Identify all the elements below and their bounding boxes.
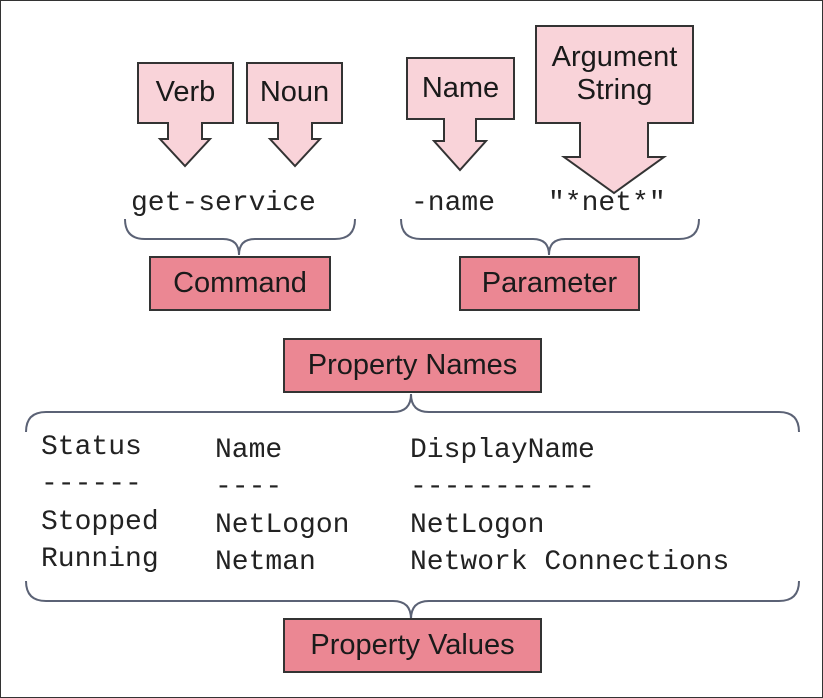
command-box (149, 256, 331, 311)
parameter-name-text: -name (411, 188, 496, 219)
underline-name: ---- (215, 472, 283, 503)
command-brace (124, 218, 356, 256)
row2-name: Netman (215, 547, 316, 578)
name-arrow (406, 57, 515, 172)
command-text: get-service (131, 188, 316, 219)
row2-status: Running (41, 544, 159, 575)
property-names-box (283, 338, 542, 393)
verb-arrow (137, 62, 234, 168)
property-values-box (283, 618, 542, 673)
property-values-box-label: Property Values (310, 628, 515, 661)
underline-displayname: ----------- (410, 472, 595, 503)
parameter-brace (400, 218, 700, 256)
name-label: Name (421, 71, 500, 104)
argument-string-line2: String (576, 74, 653, 106)
property-values-brace (25, 580, 800, 620)
row1-name: NetLogon (215, 510, 350, 541)
argument-string-arrow (535, 25, 694, 195)
verb-label: Verb (155, 76, 216, 109)
command-box-label: Command (173, 266, 307, 299)
header-status: Status (41, 432, 142, 463)
argument-value-text: "*net*" (548, 188, 666, 219)
argument-string-line1: Argument (551, 40, 678, 73)
row1-status: Stopped (41, 507, 159, 538)
header-name: Name (215, 435, 283, 466)
argument-string-label: Argument String (536, 32, 693, 116)
underline-status: ------ (41, 469, 142, 500)
property-names-brace (25, 393, 800, 433)
noun-label: Noun (259, 76, 330, 109)
noun-arrow (246, 62, 343, 168)
row2-displayname: Network Connections (410, 547, 730, 578)
property-names-box-label: Property Names (307, 348, 518, 381)
parameter-box-label: Parameter (481, 266, 618, 299)
parameter-box (459, 256, 640, 311)
row1-displayname: NetLogon (410, 510, 545, 541)
header-displayname: DisplayName (410, 435, 595, 466)
